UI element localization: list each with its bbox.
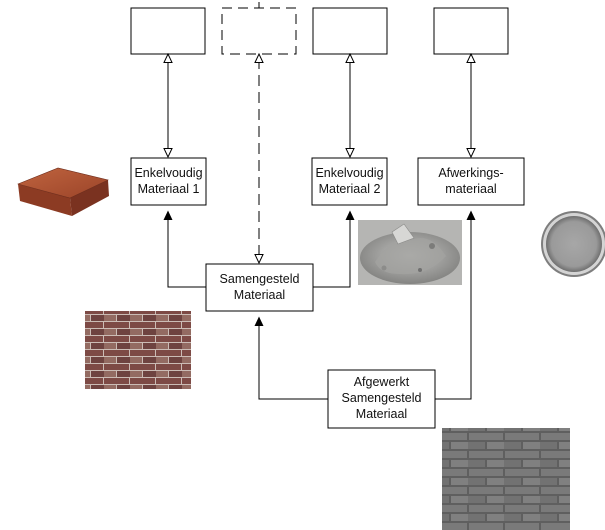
node-enkelvoudig-1: Enkelvoudig Materiaal 1 (130, 157, 207, 206)
node-enkelvoudig-2: Enkelvoudig Materiaal 2 (311, 157, 388, 206)
node-afwerkings-line1: Afwerkings- (438, 166, 503, 180)
connector-samengesteld-enkelvoudig2 (313, 210, 355, 288)
node-samengesteld-line1: Samengesteld (220, 272, 300, 286)
connector-afgewerkt-samengesteld (254, 316, 328, 400)
node-enkelvoudig-1-line2: Materiaal 1 (138, 182, 200, 196)
node-afgewerkt-line2: Samengesteld (342, 391, 422, 405)
brick-icon (17, 167, 109, 216)
node-afwerkingsmateriaal: Afwerkings- materiaal (417, 157, 525, 206)
node-samengesteld-line2: Materiaal (234, 288, 285, 302)
node-afgewerkt: Afgewerkt Samengesteld Materiaal (327, 369, 436, 429)
node-enkelvoudig-2-line1: Enkelvoudig (315, 166, 383, 180)
connector-samengesteld-enkelvoudig1 (163, 210, 206, 288)
node-afgewerkt-line1: Afgewerkt (354, 375, 410, 389)
painted-brick-wall-icon (442, 428, 570, 530)
cement-powder-icon (358, 220, 462, 285)
top-box-2-dashed (221, 7, 297, 55)
top-box-4 (433, 7, 509, 55)
node-afgewerkt-line3: Materiaal (356, 407, 407, 421)
brick-wall-icon (85, 311, 191, 389)
node-samengesteld: Samengesteld Materiaal (205, 263, 314, 312)
node-enkelvoudig-2-line2: Materiaal 2 (319, 182, 381, 196)
top-box-3 (312, 7, 388, 55)
paint-can-icon (541, 211, 605, 277)
node-enkelvoudig-1-line1: Enkelvoudig (134, 166, 202, 180)
node-afwerkings-line2: materiaal (445, 182, 496, 196)
connector-afgewerkt-afwerkings (435, 210, 476, 400)
top-box-1 (130, 7, 206, 55)
